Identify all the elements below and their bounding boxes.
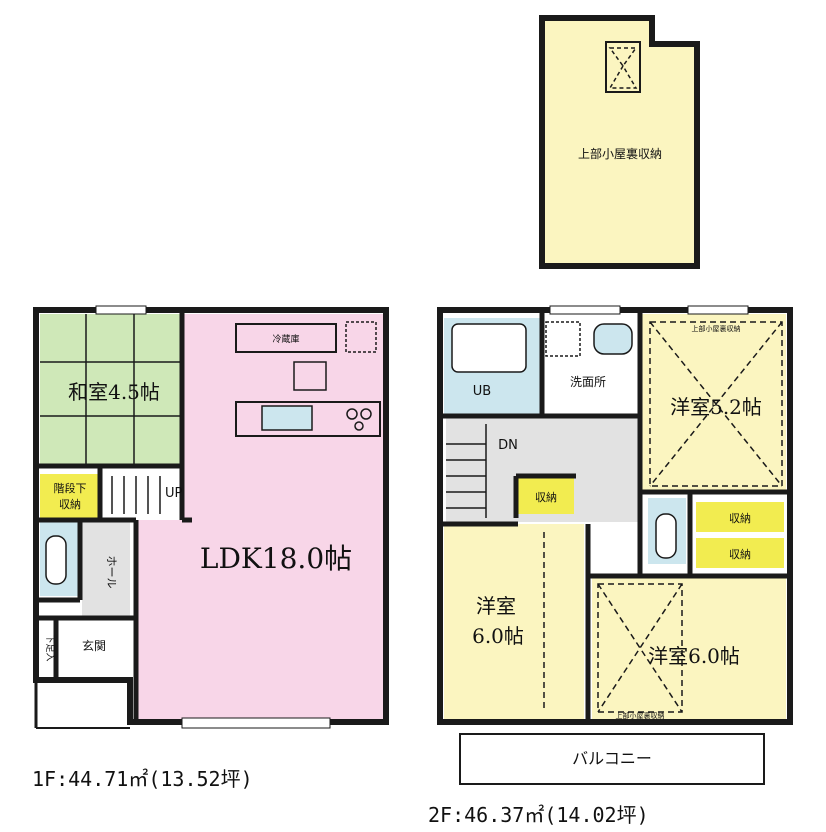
storage3-fill xyxy=(696,538,784,568)
toilet-1f-icon xyxy=(45,535,67,585)
room60a-label-1: 洋室 xyxy=(476,594,516,618)
stair-storage-label-1: 階段下 xyxy=(54,481,87,495)
stove-burner-1 xyxy=(346,408,358,420)
floor2-windows xyxy=(549,305,749,315)
attic-plan: 上部小屋裏収納 xyxy=(539,15,700,269)
room52-label: 洋室5.2帖 xyxy=(670,395,762,419)
bathtub-icon xyxy=(451,323,527,373)
fridge-label: 冷蔵庫 xyxy=(272,333,299,345)
balcony-outline xyxy=(459,733,765,785)
attic-above-marks xyxy=(543,321,783,713)
storage3-label: 収納 xyxy=(729,548,751,561)
floor1-caption: 1F:44.71㎡(13.52坪) xyxy=(32,767,253,791)
washroom-label: 洗面所 xyxy=(570,375,606,389)
washer-space xyxy=(545,321,581,357)
attic-hatch xyxy=(605,41,641,93)
hall-1f-label: ホール xyxy=(105,556,118,589)
range-hood xyxy=(293,361,327,391)
storage2-fill xyxy=(696,502,784,532)
stove-burner-3 xyxy=(354,421,364,431)
washitsu-fill xyxy=(40,314,182,464)
stairs-1f xyxy=(111,476,161,514)
hall-1f-fill xyxy=(82,522,130,618)
room60b-fill xyxy=(592,576,786,720)
fridge-space xyxy=(345,321,377,353)
attic-outline xyxy=(539,15,700,269)
tatami-grid xyxy=(40,314,182,464)
floor2-plan: バルコニー UB 洗面所 DN 収納 収納 収納 洋室5.2帖 洋室 6.0帖 … xyxy=(428,305,793,827)
kitchen-sink xyxy=(261,405,313,431)
attic-above-label-right: 上部小屋裏収納 xyxy=(692,324,741,333)
genkan-label: 玄関 xyxy=(82,638,106,653)
balcony-label: バルコニー xyxy=(572,749,652,768)
washitsu-label: 和室4.5帖 xyxy=(68,380,160,404)
stair-storage-label-2: 収納 xyxy=(59,498,81,511)
stair-storage-fill xyxy=(40,474,100,520)
wash-basin-icon xyxy=(593,323,633,355)
attic-label: 上部小屋裏収納 xyxy=(578,146,662,161)
floor2-caption: 2F:46.37㎡(14.02坪) xyxy=(428,803,649,827)
room60a-label-2: 6.0帖 xyxy=(472,624,524,648)
ldk-label: LDK18.0帖 xyxy=(200,542,352,575)
shoe-storage-label: 下足入 xyxy=(44,634,55,661)
floor1-plan: 冷蔵庫 和室4.5帖 階段下 収納 UP LDK18.0帖 ホール 玄関 下足入… xyxy=(32,305,389,791)
ub-label: UB xyxy=(473,384,491,399)
dn-label: DN xyxy=(498,438,518,453)
floor1-interior-walls xyxy=(38,312,192,720)
storage1-fill xyxy=(518,478,574,514)
stove-burner-2 xyxy=(360,408,372,420)
floor2-interior-walls xyxy=(442,312,788,720)
fridge-shelf xyxy=(235,323,337,353)
toilet-2f-icon xyxy=(655,513,677,559)
attic-above-label-bottom: 上部小屋裏収納 xyxy=(616,711,665,720)
up-label: UP xyxy=(165,486,183,501)
room60a-fill xyxy=(444,524,584,720)
storage2-label: 収納 xyxy=(729,512,751,525)
stairs-2f xyxy=(446,424,487,518)
attic-ladder-icon xyxy=(608,47,638,89)
floor1-windows xyxy=(95,305,331,729)
room60b-label: 洋室6.0帖 xyxy=(648,644,740,668)
storage1-label: 収納 xyxy=(535,491,557,504)
